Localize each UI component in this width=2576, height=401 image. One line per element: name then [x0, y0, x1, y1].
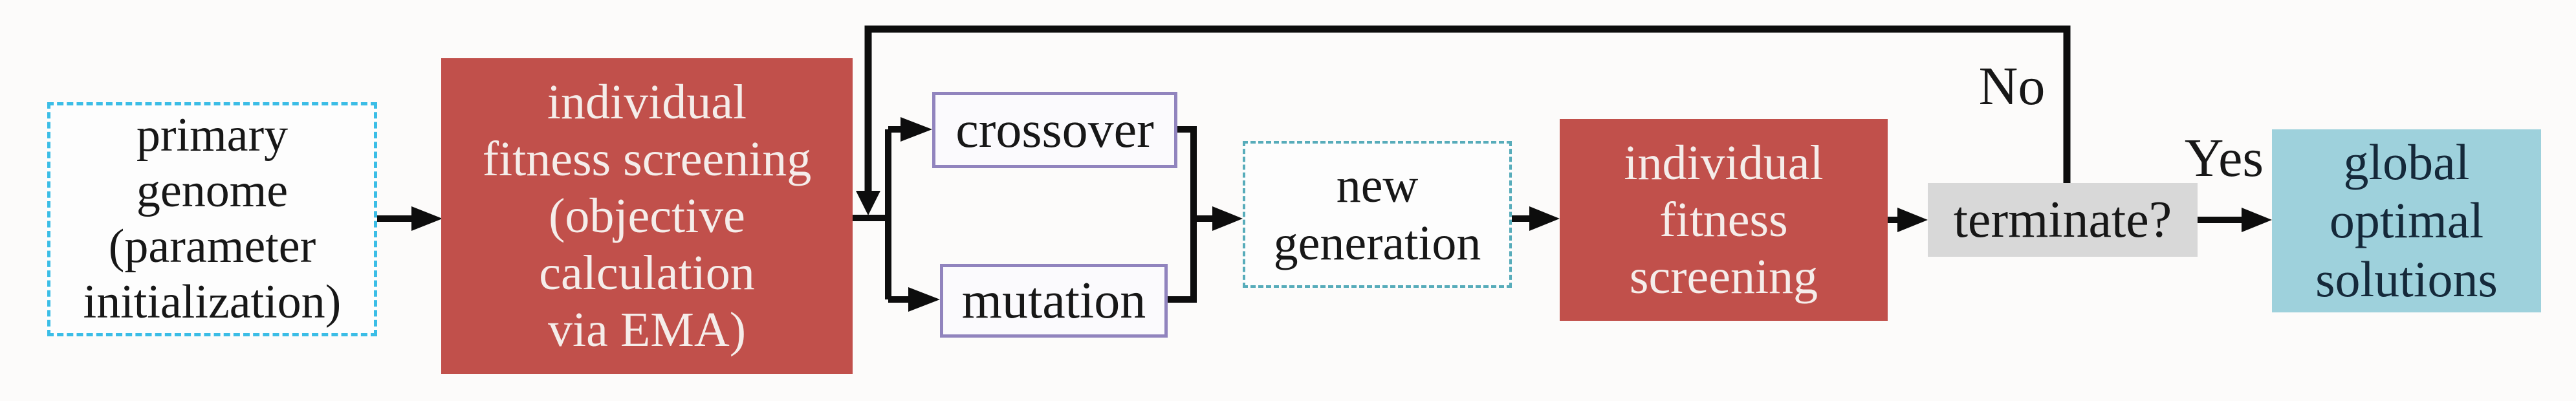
node-new-generation-label: new generation: [1273, 158, 1481, 270]
arrowhead-into-screening2: [1529, 206, 1560, 231]
node-crossover: crossover: [932, 92, 1177, 168]
arrowhead-into-crossover: [901, 117, 932, 142]
node-fitness-screening-ema: individual fitness screening (objective …: [441, 58, 853, 374]
arrowhead-into-new-generation: [1212, 206, 1243, 231]
node-mutation: mutation: [940, 264, 1168, 338]
node-primary-genome: primary genome (parameter initialization…: [47, 102, 377, 336]
node-terminate: terminate?: [1928, 183, 2198, 257]
node-fitness-screening-ema-label: individual fitness screening (objective …: [482, 74, 812, 358]
node-primary-genome-label: primary genome (parameter initialization…: [83, 109, 342, 329]
arrowhead-into-global: [2242, 208, 2272, 232]
arrowhead-into-terminate: [1897, 208, 1928, 232]
node-global-optimal-solutions-label: global optimal solutions: [2315, 133, 2498, 307]
node-crossover-label: crossover: [955, 101, 1154, 158]
arrowhead-feedback-down: [856, 191, 880, 215]
arrowhead-into-screening1: [411, 206, 442, 231]
label-yes: Yes: [2184, 128, 2264, 188]
arrowhead-into-mutation: [908, 287, 940, 312]
node-global-optimal-solutions: global optimal solutions: [2272, 129, 2541, 312]
node-terminate-label: terminate?: [1953, 191, 2172, 248]
node-fitness-screening: individual fitness screening: [1560, 119, 1888, 321]
label-no: No: [1978, 56, 2046, 116]
node-new-generation: new generation: [1243, 141, 1512, 288]
node-mutation-label: mutation: [961, 272, 1146, 329]
merge-rail: [1168, 126, 1197, 303]
node-fitness-screening-label: individual fitness screening: [1624, 135, 1824, 305]
edge-terminate-no-feedback: [864, 25, 2071, 191]
